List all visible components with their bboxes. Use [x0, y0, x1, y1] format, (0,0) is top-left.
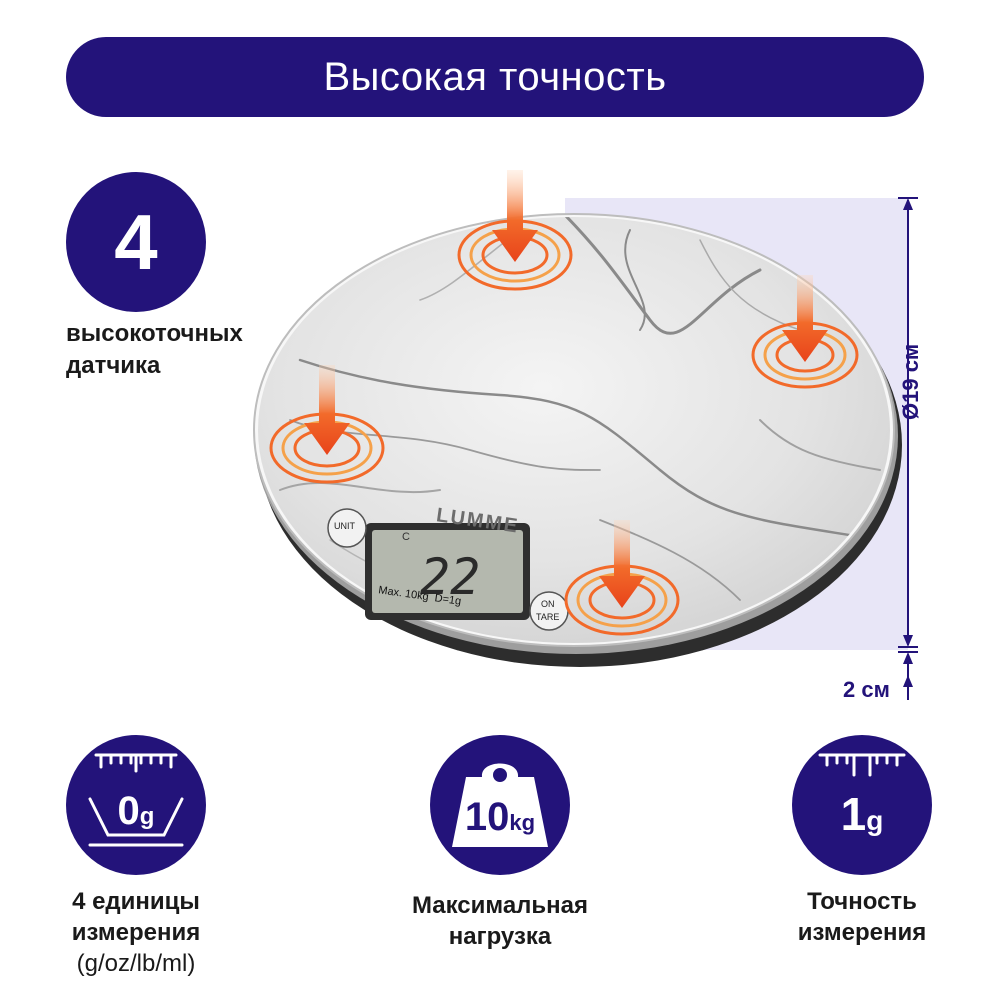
lcd-unit: C	[402, 531, 410, 543]
units-icon-unit: g	[139, 803, 155, 830]
units-caption-line1: 4 единицы	[72, 888, 200, 915]
units-caption: 4 единицы измерения (g/oz/lb/ml)	[6, 886, 266, 979]
unit-button-label: UNIT	[334, 521, 355, 531]
units-icon-number: 0	[117, 789, 140, 833]
load-icon-badge: 10kg	[430, 735, 570, 875]
accuracy-caption: Точность измерения	[732, 886, 992, 948]
ruler-icon	[818, 753, 906, 777]
marble-surface	[258, 217, 890, 643]
scale-illustration	[253, 170, 918, 700]
units-caption-line2: измерения	[71, 919, 201, 946]
thickness-label: 2 см	[843, 677, 890, 702]
sensor-marker-1	[457, 170, 573, 291]
load-caption: Максимальная нагрузка	[370, 890, 630, 952]
load-icon-number: 10	[464, 795, 510, 839]
accuracy-icon-number: 1	[840, 788, 867, 840]
units-caption-line3: (g/oz/lb/ml)	[76, 950, 196, 977]
diameter-label: Ø19 см	[898, 343, 923, 420]
load-caption-line1: Максимальная	[411, 892, 589, 919]
sensor-count: 4	[114, 197, 158, 286]
accuracy-caption-line1: Точность	[807, 888, 917, 915]
on-tare-button	[529, 591, 569, 631]
accuracy-caption-line2: измерения	[797, 919, 927, 946]
bowl-scale-icon	[88, 753, 184, 847]
sensor-marker-2	[751, 275, 859, 389]
units-icon-badge: 0g	[66, 735, 206, 875]
sensor-marker-4	[564, 520, 680, 636]
on-button-label: ON	[541, 599, 555, 609]
tare-button-label: TARE	[536, 612, 560, 622]
lcd-value: 22	[420, 548, 481, 606]
title-banner: Высокая точность	[66, 37, 924, 117]
weight-icon	[452, 763, 548, 847]
sensor-caption-line2: датчика	[66, 352, 161, 379]
dimension-lines	[898, 197, 918, 700]
load-icon-unit: kg	[509, 810, 536, 835]
load-caption-line2: нагрузка	[448, 923, 552, 950]
sensor-marker-3	[269, 365, 385, 484]
sensor-count-badge: 4	[66, 172, 206, 312]
unit-button	[327, 508, 367, 548]
sensor-caption-line1: высокоточных	[66, 320, 243, 347]
lcd-screen	[372, 530, 523, 613]
accuracy-icon-unit: g	[866, 805, 884, 836]
page-title: Высокая точность	[323, 54, 667, 99]
accuracy-icon-badge: 1g	[792, 735, 932, 875]
sensor-caption: высокоточных датчика	[66, 318, 243, 382]
